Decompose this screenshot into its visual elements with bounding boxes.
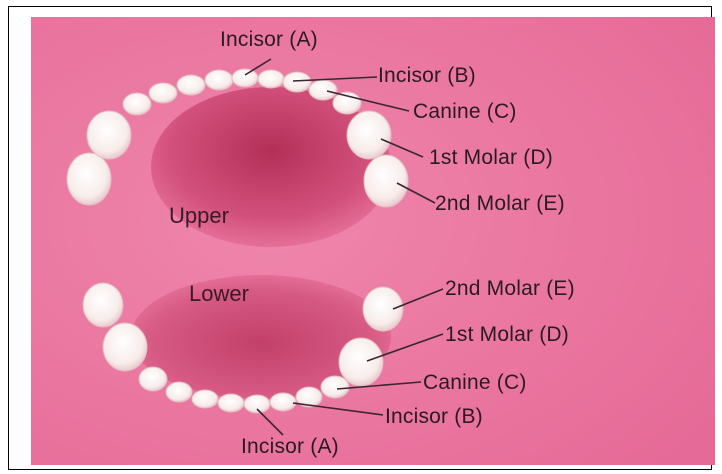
label-lower-canine: Canine (C) — [423, 372, 527, 393]
teeth-illustration — [31, 17, 715, 465]
label-upper-first-molar: 1st Molar (D) — [429, 147, 553, 168]
label-lower-second-molar: 2nd Molar (E) — [445, 278, 575, 299]
label-lower-incisor-b: Incisor (B) — [385, 406, 483, 427]
label-upper-jaw: Upper — [169, 205, 229, 227]
teeth-photo: Incisor (A) Incisor (B) Canine (C) 1st M… — [31, 17, 715, 465]
label-lower-jaw: Lower — [189, 283, 249, 305]
label-lower-incisor-a: Incisor (A) — [241, 436, 339, 457]
label-lower-first-molar: 1st Molar (D) — [445, 324, 569, 345]
label-upper-incisor-b: Incisor (B) — [378, 65, 476, 86]
label-upper-second-molar: 2nd Molar (E) — [435, 193, 565, 214]
diagram-frame: Incisor (A) Incisor (B) Canine (C) 1st M… — [8, 6, 712, 470]
label-upper-incisor-a: Incisor (A) — [220, 29, 318, 50]
pink-background — [31, 17, 715, 465]
label-upper-canine: Canine (C) — [413, 101, 517, 122]
